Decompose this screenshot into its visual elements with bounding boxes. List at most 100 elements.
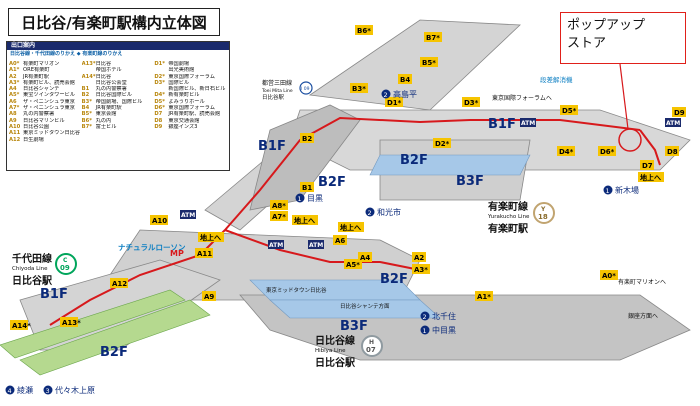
svg-text:日比谷駅: 日比谷駅 [315,356,356,369]
legend-exit-code: A2 [9,73,17,80]
legend-exit-text: 丸の内警察署 [95,86,127,93]
legend-row: 帝国ホテル [82,67,155,73]
legend-row: D1*帝国劇場 [154,61,227,67]
svg-text:2: 2 [423,313,427,321]
exit-b5: B5* [422,59,436,67]
legend-row: D5*よみうりホール [154,99,227,105]
legend-exit-text: 出光美術館 [168,67,195,74]
legend-row: 出光美術館 [154,67,227,73]
hibiya-platform [249,279,441,319]
legend-exit-code: D1* [154,61,165,67]
svg-text:1: 1 [298,195,302,203]
yurakucho-platform [369,154,531,176]
legend-row: 新国際ビル、新日石ビル [154,86,227,92]
legend-exit-code: D2* [154,73,165,80]
exit-b6: B6* [357,27,371,35]
to-ground-label-4: 地上へ [640,173,661,182]
legend-exit-text: 東宝ツインタワービル [23,92,75,99]
legend-row: A7*ザ・ペニンシュラ東京 [9,105,82,111]
dir-meguro: 目黒 [307,194,323,203]
floor-label-b1f-east: B1F [488,117,516,132]
exit-d4: D4* [559,148,574,156]
legend-exit-text: 丸の内 [95,117,112,124]
svg-text:07: 07 [366,346,376,354]
svg-text:1: 1 [606,187,610,195]
svg-text:4: 4 [8,387,12,395]
svg-text:1: 1 [423,327,427,335]
legend-exit-code: A12 [9,136,21,143]
exit-a2: A2 [414,254,424,262]
exit-a4: A4 [360,254,370,262]
legend-exit-code: A7* [9,105,20,112]
legend-exit-text: 銀座インズ3 [168,123,198,130]
legend-exit-text: ザ・ペニンシュラ東京 [23,105,75,112]
legend-exit-code: B5* [81,111,92,118]
legend-exit-text: 丸の内警察署 [23,111,55,118]
legend-exit-code: A6 [9,98,17,105]
svg-text:2: 2 [384,91,388,99]
legend-exit-text: 日比谷マリンビル [23,117,65,124]
legend-exit-text: JR有楽町駅、読売会館 [168,111,221,118]
exit-a3: A3* [414,266,428,274]
chiyoda-platform [0,289,211,376]
floor-label-b2f-south: B2F [380,272,408,287]
legend-row: D4*新有楽町ビル [154,92,227,98]
svg-text:Hibiya Line: Hibiya Line [315,348,346,354]
callout-pointer [619,63,629,130]
legend-exit-text: 新有楽町ビル [168,92,200,99]
legend-exit-code: D5* [154,98,165,105]
hibiya-station-badge: 日比谷線 Hibiya Line 日比谷駅 H 07 [315,334,383,369]
legend-exit-code: A8 [9,111,17,118]
legend-exit-code: D8 [154,117,163,124]
legend-exit-text: ORE有楽町 [23,67,50,74]
svg-text:18: 18 [538,213,548,221]
legend-exit-code: A5* [9,92,20,99]
legend-exit-text: JR有楽町駅 [95,105,122,112]
exit-a14: A14* [12,322,31,330]
legend-exit-text: 日比谷 [95,61,112,67]
midtown-label: 東京ミッドタウン日比谷 [266,286,327,294]
exit-d5: D5* [562,107,577,115]
legend-row: B3*帝国劇場、国際ビル [82,99,155,105]
legend-exit-text: 東京国際フォーラム [168,73,215,80]
yurakucho-station-badge: 有楽町線 Yurakucho Line 有楽町駅 Y 18 [487,200,555,235]
floor-label-b1f-west: B1F [258,139,286,154]
to-ground-label-3: 地上へ [200,233,221,242]
legend-row: 日比谷公会堂 [82,80,155,86]
exit-d1: D1* [387,99,402,107]
exit-legend: 出口案内 日比谷線・千代田線のりかえ ◆ 有楽町線のりかえ A0*有楽町マリオン… [6,41,230,171]
popup-store-marker [618,128,642,152]
exit-a9: A9 [204,293,214,301]
svg-text:C: C [63,257,68,264]
legend-row: A5*東宝ツインタワービル [9,92,82,98]
atm-tag-4: ATM [269,242,283,249]
legend-subtitle: 日比谷線・千代田線のりかえ ◆ 有楽町線のりかえ [10,51,123,57]
legend-exit-text: 日比谷シャンテ [23,86,60,93]
exit-a13: A13* [62,319,81,327]
exit-b3: B3* [352,85,366,93]
svg-text:3: 3 [46,387,50,395]
legend-exit-code: B6* [81,117,92,124]
dir-wakoshi: 和光市 [377,207,401,217]
legend-exit-text: 有楽町ビル、読売会館 [23,79,75,86]
legend-exit-text: 日比谷 [95,73,112,80]
exit-b7: B7* [426,34,440,42]
chiyoda-station-badge: 千代田線 Chiyoda Line 日比谷駅 C 09 [12,252,77,287]
exit-a12: A12 [112,280,127,288]
exit-a8: A8* [272,202,286,210]
mita-station-name: 日比谷駅 [262,93,285,101]
dir-kitasenju: 北千住 [432,311,456,321]
legend-row: A1*ORE有楽町 [9,67,82,73]
legend-exit-text: 日比谷公会堂 [95,79,127,86]
legend-exit-code: B7* [81,123,92,130]
dir-takashimadaira: 高島平 [393,89,417,99]
